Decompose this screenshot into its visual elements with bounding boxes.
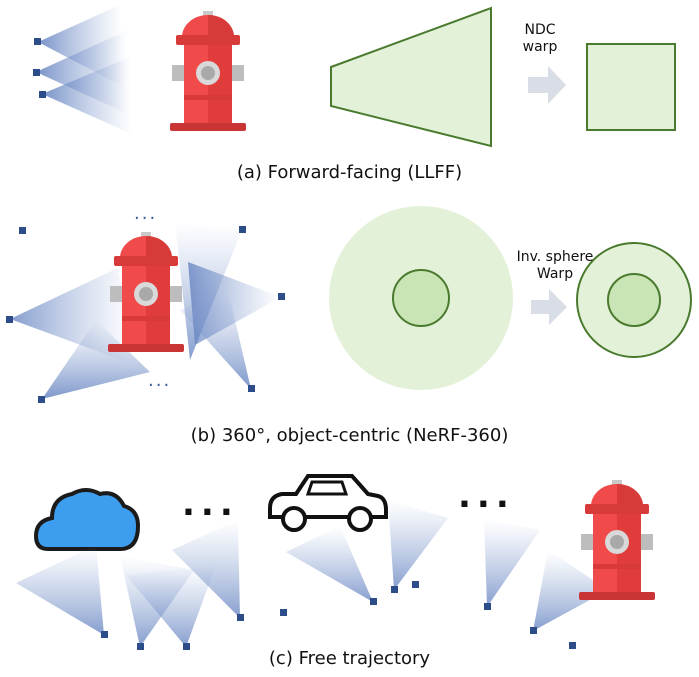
- camera-frustum-icon: [484, 520, 540, 610]
- camera-frustum-icon: [38, 320, 150, 403]
- camera-frustum-icon: [286, 526, 377, 605]
- camera-frustum-icon: [530, 550, 608, 634]
- camera-frustum-icon: [280, 609, 287, 616]
- camera-frustum-icon: [172, 520, 244, 621]
- row-c-free-trajectory: [16, 474, 655, 650]
- camera-frustum-icon: [19, 227, 26, 234]
- ndc-cube-volume: [586, 43, 676, 131]
- camera-frustum-icon: [16, 545, 108, 638]
- right-arrow-icon: [531, 289, 567, 325]
- foreground-sphere: [392, 269, 450, 327]
- ndc-warp-label-line1: NDC: [524, 22, 556, 38]
- caption-forward-facing: (a) Forward-facing (LLFF): [236, 162, 463, 183]
- ndc-warp-label-line2: warp: [522, 39, 558, 55]
- camera-frustum-icon: [39, 56, 132, 134]
- ndc-warp-label: NDC warp: [510, 22, 570, 56]
- camera-frustum-icon: [412, 581, 419, 588]
- sphere-warp-label: Inv. sphere Warp: [500, 249, 610, 283]
- sphere-warp-label-line1: Inv. sphere: [516, 249, 594, 265]
- caption-free-trajectory: (c) Free trajectory: [268, 648, 431, 669]
- cloud-icon: [33, 488, 141, 551]
- camera-frustum-icon: [126, 565, 216, 650]
- ndc-frustum-volume: [330, 6, 492, 148]
- car-icon: [268, 474, 388, 532]
- camera-frustum-icon: [569, 642, 576, 649]
- right-arrow-icon: [528, 66, 566, 104]
- camera-frustum-icon: [6, 268, 135, 365]
- contracted-inner-sphere: [607, 273, 661, 327]
- camera-frustum-icon: [180, 290, 255, 392]
- ellipsis-bottom: ...: [148, 370, 172, 391]
- ellipsis-left: ...: [182, 484, 239, 524]
- ellipsis-top: ...: [134, 203, 158, 224]
- camera-frustum-icon: [388, 500, 448, 593]
- ellipsis-right: ...: [458, 476, 515, 516]
- row-a-forward-facing: [33, 4, 676, 148]
- row-b-360: [6, 206, 692, 403]
- fire-hydrant-icon: [170, 11, 246, 131]
- sphere-warp-label-line2: Warp: [536, 266, 574, 282]
- caption-object-centric: (b) 360°, object-centric (NeRF-360): [190, 425, 509, 446]
